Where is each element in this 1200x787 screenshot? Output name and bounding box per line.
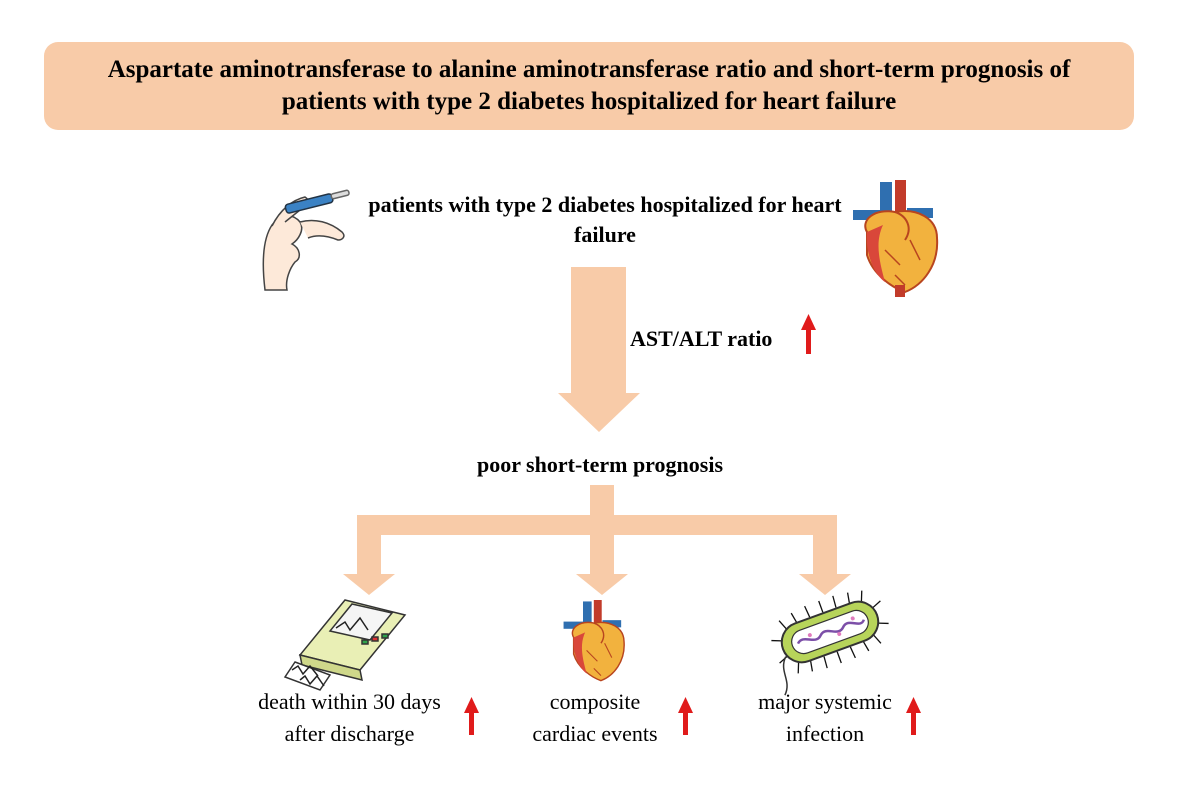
hand-lancet-icon — [262, 189, 350, 291]
outcome-line: death within 30 days — [258, 689, 441, 714]
exposure-label: AST/ALT ratio — [630, 326, 773, 351]
outcome-infection-label: major systemic infection — [740, 686, 910, 750]
main-flow-arrow — [558, 267, 640, 432]
outcome-cardiac-label: composite cardiac events — [520, 686, 670, 750]
diagram-title: Aspartate aminotransferase to alanine am… — [107, 56, 1071, 115]
up-arrow-icon — [678, 697, 693, 735]
outcome-death-label: death within 30 days after discharge — [232, 686, 467, 750]
outcome-line: major systemic — [758, 689, 892, 714]
up-arrow-icon — [906, 697, 921, 735]
bacterium-icon — [771, 590, 889, 696]
result-label: poor short-term prognosis — [476, 452, 724, 477]
branch-arrows — [343, 485, 851, 595]
population-label: patients with type 2 diabetes hospitaliz… — [368, 192, 842, 247]
outcome-line: composite — [549, 689, 641, 714]
title-banner: Aspartate aminotransferase to alanine am… — [44, 42, 1134, 130]
outcome-line: after discharge — [284, 721, 415, 746]
heart-icon — [563, 600, 625, 682]
outcome-line: infection — [785, 721, 865, 746]
outcome-line: cardiac events — [532, 721, 658, 746]
up-arrow-icon — [464, 697, 479, 735]
heart-icon — [853, 180, 939, 297]
ecg-machine-icon — [283, 599, 407, 691]
up-arrow-icon — [801, 314, 816, 354]
